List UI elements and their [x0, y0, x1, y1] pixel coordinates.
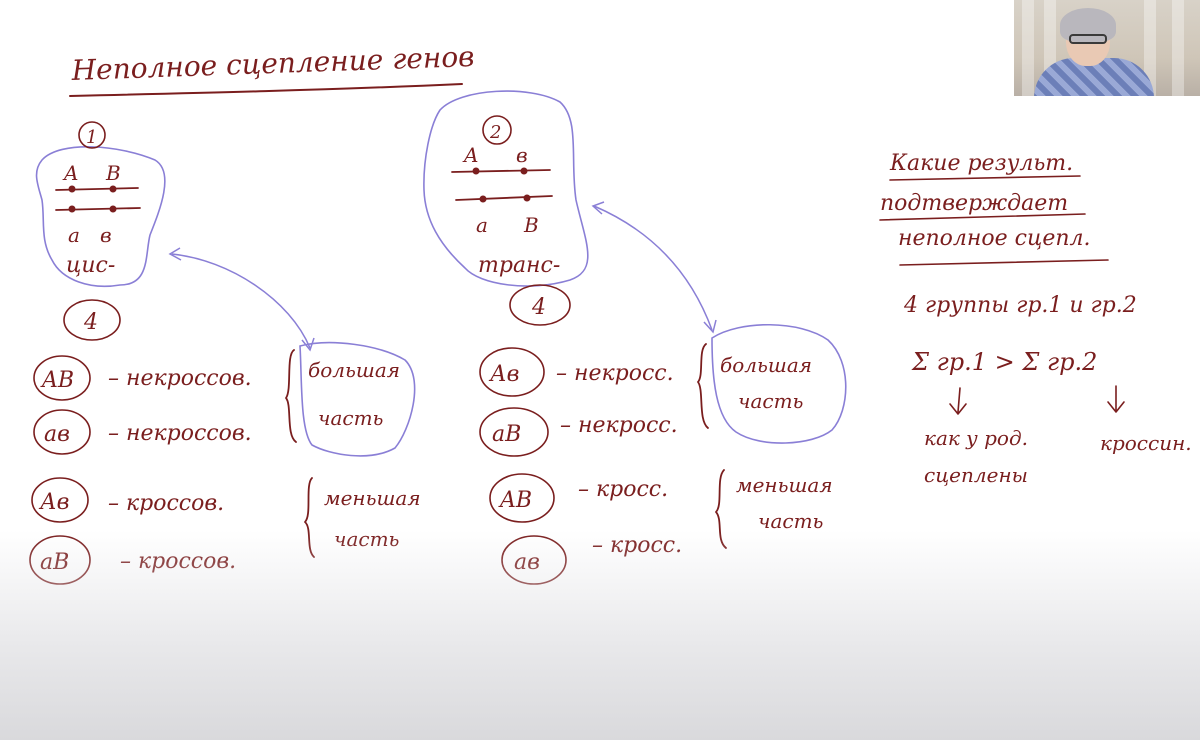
case1-number-circle — [78, 121, 106, 149]
gene-locus-dot — [472, 167, 480, 175]
case2-brace-1-line-2: часть — [738, 389, 803, 413]
case2-brace-1-line-1: большая — [720, 353, 812, 377]
case2-brace-2-line-2: часть — [758, 509, 823, 533]
left-arrow-label-2: сцеплены — [924, 463, 1028, 487]
connector-arrow — [593, 205, 713, 331]
case2-chromosome-2 — [455, 195, 553, 201]
case1-brace-2 — [304, 477, 315, 558]
case1-row-4-label: – кроссов. — [120, 549, 236, 574]
gene-locus-dot — [520, 167, 528, 175]
glasses-icon — [1069, 34, 1107, 44]
case2-brace-1 — [697, 343, 709, 429]
arrow-down-right — [1107, 385, 1125, 413]
curtain-stripe — [1172, 0, 1184, 96]
question-underline — [879, 213, 1086, 221]
case2-bottom-label-1: a — [476, 213, 488, 237]
arrow-head — [703, 319, 717, 334]
case1-brace-1-line-1: большая — [308, 358, 400, 382]
case2-brace-2-line-1: меньшая — [736, 473, 833, 497]
gene-locus-dot — [479, 195, 487, 203]
sum-comparison: Σ гр.1 > Σ гр.2 — [911, 348, 1097, 376]
case1-count: 4 — [83, 310, 98, 335]
case2-top-label-2: в — [516, 143, 528, 167]
case2-brace-1-outline — [711, 323, 847, 444]
case1-phase: цис- — [66, 253, 115, 278]
case1-brace-1-outline — [299, 341, 416, 457]
case2-genotype-circle — [479, 407, 549, 457]
case1-genotype-2: ав — [44, 422, 70, 447]
gene-locus-dot — [109, 205, 117, 213]
question-line-3: неполное сцепл. — [898, 226, 1091, 251]
case1-row-2-label: – некроссов. — [108, 421, 252, 446]
arrow-head — [591, 201, 605, 215]
case1-genotype-1: AB — [40, 368, 74, 393]
case2-genotype-circle — [479, 347, 545, 397]
case1-row-3-label: – кроссов. — [108, 491, 224, 516]
case1-genotype-circle — [31, 477, 89, 523]
case1-brace-2-line-1: меньшая — [324, 486, 421, 510]
case2-number-circle — [482, 115, 512, 145]
case1-genotype-4: аВ — [40, 550, 69, 575]
curtain-stripe — [1022, 0, 1034, 96]
right-notes: Какие результ. подтверждает неполное сце… — [879, 151, 1192, 487]
webcam-overlay — [1014, 0, 1200, 96]
case2-brace-2 — [715, 469, 727, 549]
gene-locus-dot — [68, 205, 76, 213]
case1-genotype-3: Ав — [38, 490, 69, 515]
case2-outline — [423, 90, 589, 287]
case1-brace-2-line-2: часть — [334, 527, 399, 551]
curtain-stripe — [1144, 0, 1156, 96]
question-underline — [889, 175, 1081, 181]
case1-outline — [35, 146, 166, 288]
case2-row-2-label: – некросс. — [560, 413, 678, 438]
case1-genotype-circle — [33, 409, 91, 455]
arrow-down-left — [949, 387, 967, 415]
case1-row-1-label: – некроссов. — [108, 366, 252, 391]
board-title: Неполное сцепление генов — [70, 40, 475, 87]
case-2: 2 A в a B транс- 4 Ав – некросс. аВ – не… — [423, 90, 847, 585]
gene-locus-dot — [68, 185, 76, 193]
case-1: 1 A B a в цис- 4 AB – некроссов. ав – не… — [29, 121, 421, 585]
gene-locus-dot — [109, 185, 117, 193]
case1-count-circle — [63, 299, 121, 341]
case2-row-3-label: – кросс. — [578, 477, 668, 502]
case1-brace-1-line-2: часть — [318, 406, 383, 430]
question-line-1: Какие результ. — [889, 151, 1073, 176]
case2-genotype-circle — [489, 473, 555, 523]
gene-locus-dot — [523, 194, 531, 202]
case2-genotype-4: ав — [514, 550, 540, 575]
case1-top-label-1: A — [62, 161, 78, 185]
case1-top-label-2: B — [105, 161, 121, 185]
case2-count: 4 — [531, 295, 546, 320]
arrow-head — [168, 247, 182, 261]
right-arrow-label: кроссин. — [1100, 431, 1192, 455]
left-arrow-label-1: как у род. — [924, 426, 1028, 450]
case1-number: 1 — [86, 127, 97, 148]
groups-line: 4 группы гр.1 и гр.2 — [903, 293, 1137, 318]
case2-bottom-label-2: B — [523, 213, 539, 237]
case1-chromosome-1 — [55, 187, 139, 191]
case2-chromosome-1 — [451, 169, 551, 173]
case2-row-4-label: – кросс. — [592, 533, 682, 558]
arrow-head — [301, 337, 315, 352]
case2-top-label-1: A — [462, 143, 478, 167]
title-underline — [69, 83, 463, 97]
case2-row-1-label: – некросс. — [556, 361, 674, 386]
case2-genotype-1: Ав — [488, 362, 519, 387]
connector-arrow — [171, 253, 311, 349]
question-line-2: подтверждает — [880, 191, 1068, 216]
case2-number: 2 — [489, 122, 501, 143]
case1-genotype-circle — [33, 355, 91, 401]
question-underline — [899, 259, 1109, 266]
case1-bottom-label-1: a — [68, 223, 80, 247]
case1-brace-1 — [285, 349, 297, 443]
case2-genotype-2: аВ — [492, 422, 521, 447]
case2-phase: транс- — [478, 253, 560, 278]
case2-genotype-3: AB — [498, 488, 532, 513]
case2-count-circle — [509, 284, 571, 326]
case1-bottom-label-2: в — [100, 223, 112, 247]
